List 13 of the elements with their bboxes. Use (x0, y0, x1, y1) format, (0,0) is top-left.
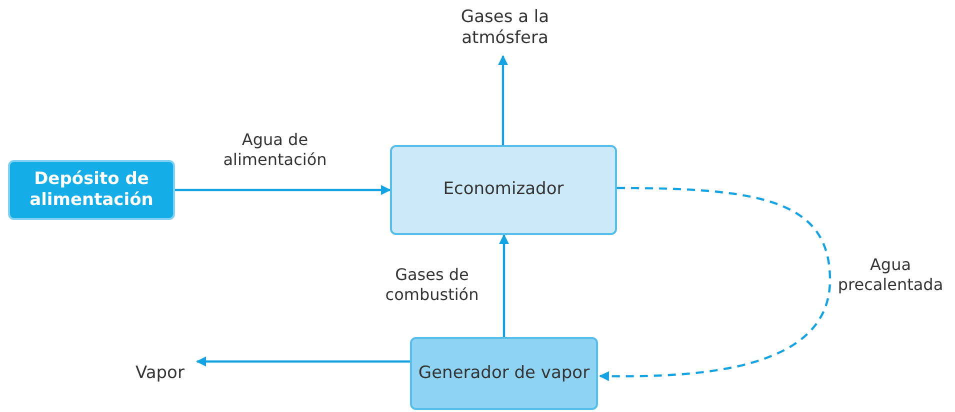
output-label: Vapor (125, 362, 195, 386)
process-box: Economizador (390, 145, 617, 235)
process-box: Generador de vapor (410, 337, 598, 410)
edge-label: Agua de alimentación (222, 130, 328, 170)
arrow (498, 55, 508, 145)
arrow (196, 356, 410, 366)
arrow (499, 234, 509, 337)
edge-label: Agua precalentada (836, 255, 944, 295)
edge-label: Gases de combustión (384, 265, 480, 305)
output-label: Gases a la atmósfera (440, 5, 570, 51)
process-box: Depósito de alimentación (8, 160, 175, 220)
arrow (175, 185, 391, 195)
dashed-arrow (599, 186, 832, 382)
